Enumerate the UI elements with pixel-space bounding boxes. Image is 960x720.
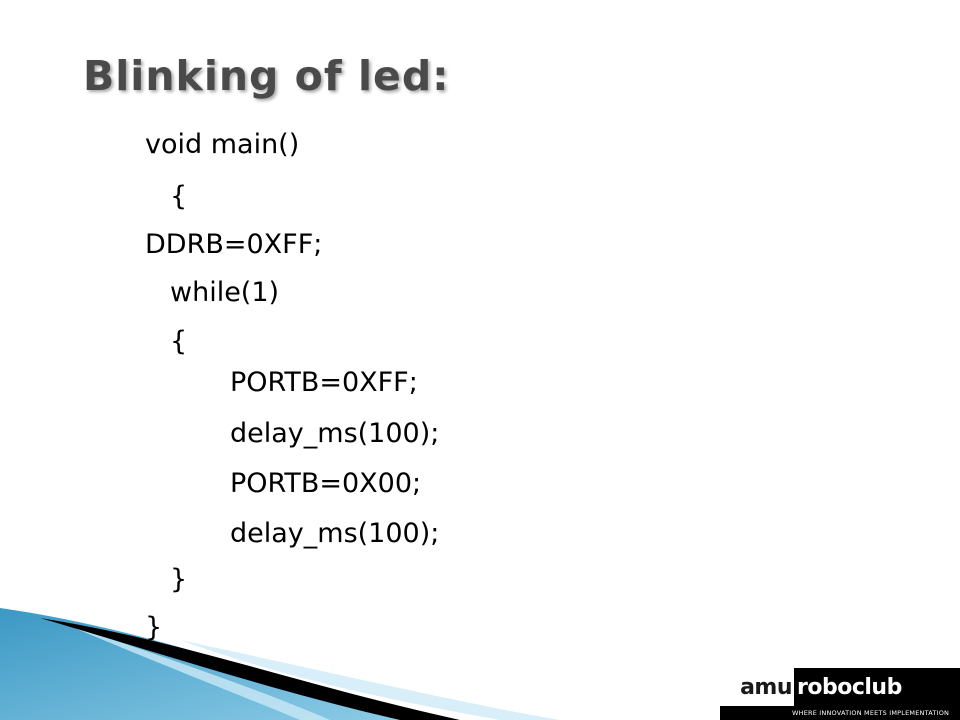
slide-title: Blinking of led: <box>83 52 450 100</box>
code-line-5: { <box>170 326 188 357</box>
code-line-2: { <box>170 181 188 212</box>
code-line-11: } <box>145 612 163 643</box>
code-line-6: PORTB=0XFF; <box>230 367 418 398</box>
logo-wordmark: amu roboclub <box>720 668 960 706</box>
amu-roboclub-logo: amu roboclub WHERE INNOVATION MEETS IMPL… <box>720 668 960 720</box>
code-line-7: delay_ms(100); <box>230 418 440 449</box>
code-line-9: delay_ms(100); <box>230 518 440 549</box>
logo-text-amu: amu <box>720 668 794 706</box>
code-line-1: void main() <box>145 129 300 160</box>
code-line-4: while(1) <box>170 277 280 308</box>
logo-text-roboclub: roboclub <box>794 668 960 706</box>
code-line-3: DDRB=0XFF; <box>145 229 323 260</box>
code-line-10: } <box>170 564 188 595</box>
logo-tagline: WHERE INNOVATION MEETS IMPLEMENTATION <box>720 706 960 720</box>
code-line-8: PORTB=0X00; <box>230 468 422 499</box>
